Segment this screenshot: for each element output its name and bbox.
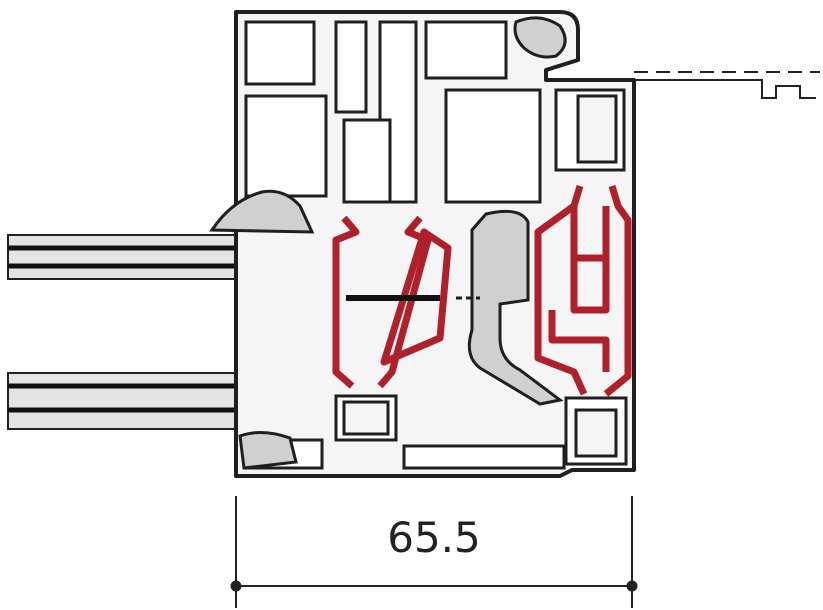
thermal-break-left-inner [377, 215, 432, 389]
gaskets [209, 16, 567, 470]
dimension-endpoint-right [626, 580, 638, 592]
lower-chambers [244, 394, 628, 470]
dashed-extension [634, 71, 820, 99]
thermal-break-left [332, 215, 360, 389]
upper-chambers [244, 20, 626, 204]
dimension-label: 65.5 [387, 513, 481, 562]
center-seal [467, 209, 564, 406]
glazing-gasket-bottom [238, 431, 298, 470]
dimension [230, 496, 638, 608]
dimension-endpoint-left [230, 580, 242, 592]
thermal-break-right-inner [603, 184, 632, 397]
thermal-break-diagonal [380, 228, 452, 366]
thermal-break-right-core [548, 206, 610, 372]
thermal-break-right-outer [534, 184, 588, 396]
thermal-breaks [332, 184, 632, 397]
glazing-gasket-top [209, 189, 315, 234]
top-gasket [513, 16, 567, 59]
